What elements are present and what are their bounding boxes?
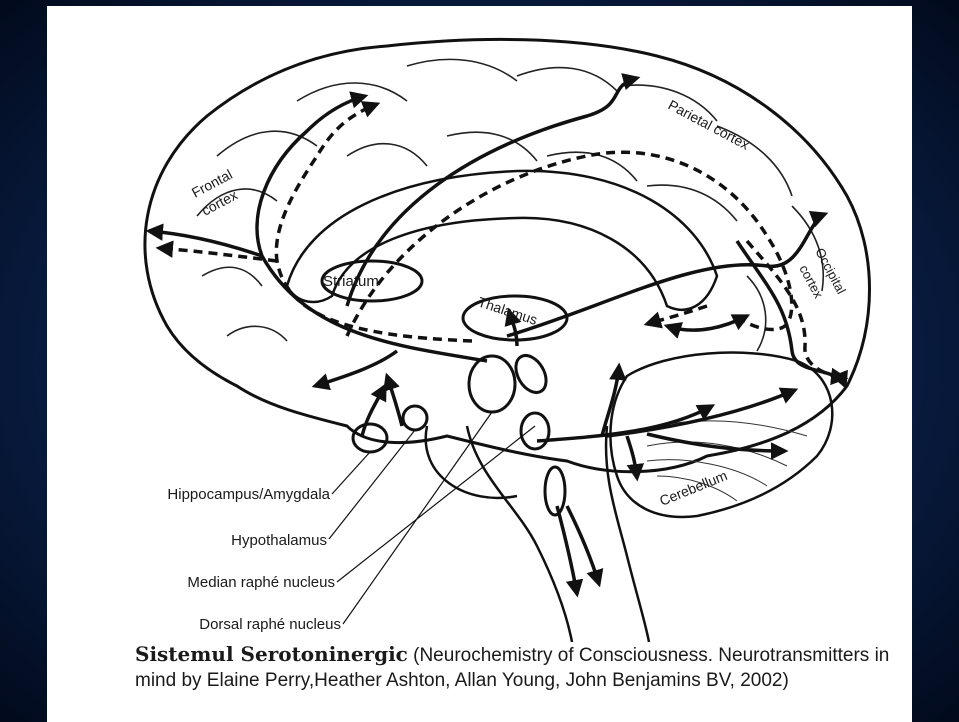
label-cerebellum: Cerebellum (657, 467, 729, 509)
label-hippocampus-amygdala: Hippocampus/Amygdala (167, 486, 330, 503)
label-striatum: Striatum (323, 273, 379, 290)
median-raphe-nucleus-1 (510, 350, 553, 398)
label-median-raphe: Median raphé nucleus (187, 574, 335, 591)
solid-projections (149, 78, 845, 594)
slide-panel: Frontal cortex Parietal cortex Occipital… (47, 6, 912, 722)
dorsal-raphe-nucleus (469, 356, 515, 412)
label-hypothalamus: Hypothalamus (231, 532, 327, 549)
serotonergic-brain-diagram: Frontal cortex Parietal cortex Occipital… (47, 6, 912, 642)
label-parietal: Parietal cortex (666, 97, 753, 153)
caption-title: Sistemul Serotoninergic (135, 642, 408, 666)
cerebellum-shape (610, 353, 832, 517)
label-dorsal-raphe: Dorsal raphé nucleus (199, 616, 341, 633)
hypothalamus-nucleus (403, 406, 427, 430)
median-raphe-nucleus-2 (521, 413, 549, 449)
median-raphe-nucleus-3 (545, 467, 565, 515)
label-thalamus: Thalamus (476, 294, 539, 328)
caption: Sistemul Serotoninergic (Neurochemistry … (135, 642, 895, 693)
leader-lines (329, 412, 535, 624)
